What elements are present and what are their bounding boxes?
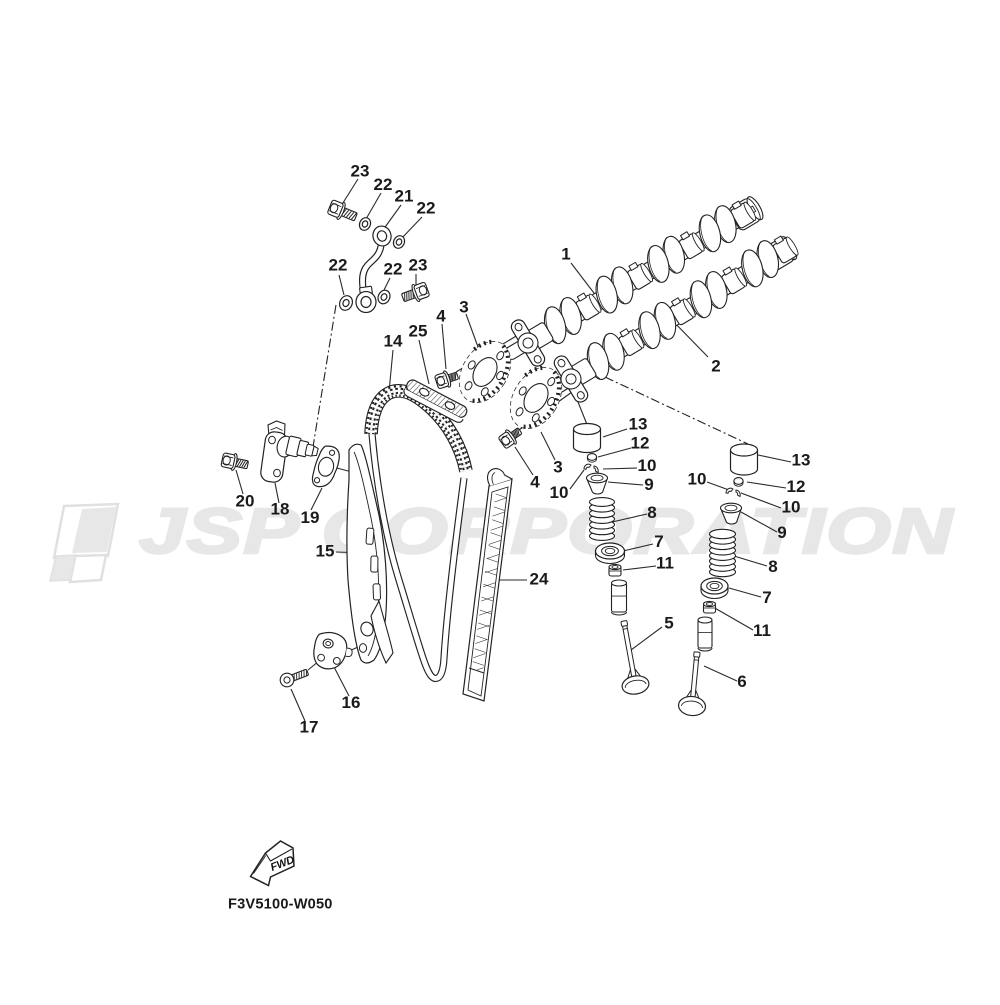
- svg-text:10: 10: [688, 469, 707, 488]
- svg-text:22: 22: [384, 259, 403, 278]
- svg-text:12: 12: [787, 477, 806, 496]
- svg-text:F3V5100-W050: F3V5100-W050: [228, 897, 333, 913]
- svg-text:23: 23: [351, 161, 370, 180]
- svg-text:21: 21: [395, 186, 414, 205]
- svg-text:4: 4: [530, 472, 540, 491]
- svg-text:5: 5: [664, 613, 673, 632]
- svg-text:10: 10: [782, 497, 801, 516]
- svg-text:11: 11: [656, 553, 674, 572]
- svg-text:4: 4: [436, 306, 446, 325]
- svg-text:20: 20: [236, 491, 255, 510]
- svg-text:12: 12: [631, 433, 650, 452]
- svg-text:22: 22: [417, 198, 436, 217]
- svg-text:23: 23: [409, 255, 428, 274]
- svg-text:9: 9: [777, 523, 786, 542]
- svg-text:15: 15: [316, 541, 335, 560]
- svg-text:10: 10: [550, 483, 569, 502]
- svg-text:22: 22: [374, 175, 393, 194]
- svg-text:JSP CORPORATION: JSP CORPORATION: [139, 495, 954, 567]
- svg-text:8: 8: [768, 557, 777, 576]
- svg-text:9: 9: [644, 475, 653, 494]
- svg-text:22: 22: [329, 255, 348, 274]
- svg-text:10: 10: [638, 456, 657, 475]
- svg-text:24: 24: [530, 569, 549, 588]
- svg-text:25: 25: [409, 321, 428, 340]
- svg-text:17: 17: [300, 717, 319, 736]
- svg-text:18: 18: [271, 499, 290, 518]
- svg-text:11: 11: [753, 621, 771, 640]
- svg-text:14: 14: [384, 331, 403, 350]
- svg-text:3: 3: [553, 457, 562, 476]
- svg-text:1: 1: [561, 244, 570, 263]
- svg-text:19: 19: [301, 508, 320, 527]
- svg-text:7: 7: [762, 588, 771, 607]
- svg-text:13: 13: [629, 414, 648, 433]
- svg-text:7: 7: [654, 532, 663, 551]
- svg-text:3: 3: [459, 297, 468, 316]
- svg-text:13: 13: [792, 450, 811, 469]
- svg-text:8: 8: [647, 503, 656, 522]
- svg-text:2: 2: [711, 356, 720, 375]
- svg-text:16: 16: [342, 693, 361, 712]
- svg-text:6: 6: [737, 672, 746, 691]
